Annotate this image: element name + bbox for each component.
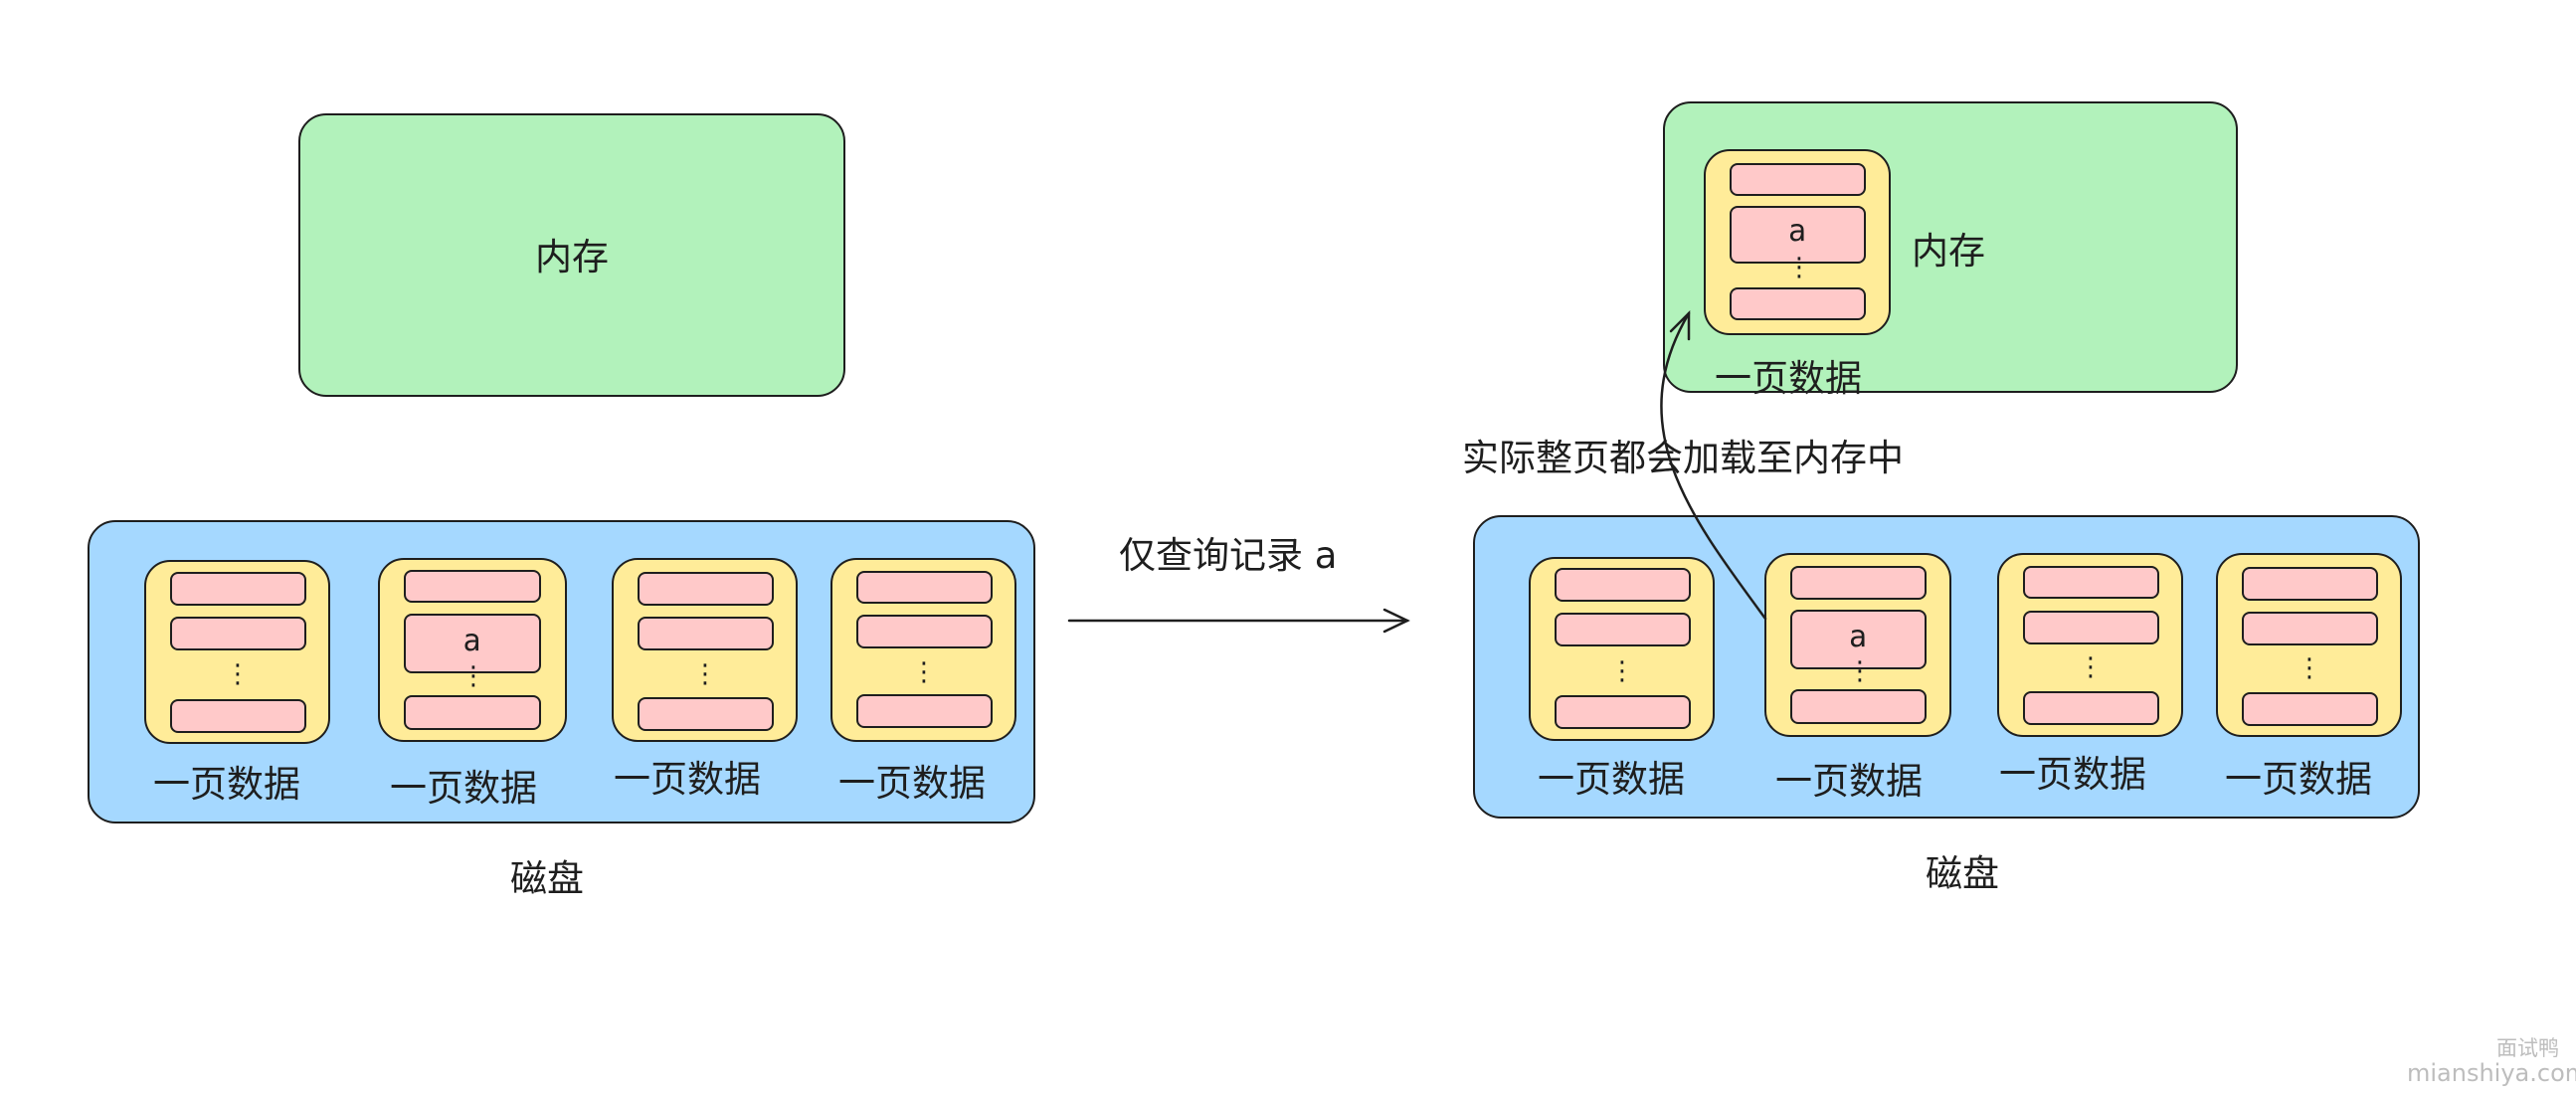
left-memory-box [298,113,845,397]
ellipsis-dots: ⋮ [2078,652,2104,682]
data-page: ⋮ [144,560,330,744]
page-label: 一页数据 [1538,758,1685,801]
record-a-label: a [1787,214,1807,249]
loaded-data-page: a ⋮ [1704,149,1891,335]
record-a-label: a [462,624,481,658]
data-page: a ⋮ [378,558,567,742]
record-a-label: a [1848,620,1868,654]
ellipsis-dots: ⋮ [1609,656,1635,686]
ellipsis-dots: ⋮ [1786,253,1812,282]
data-row [404,695,541,730]
left-memory-label: 内存 [535,236,609,278]
page-label: 一页数据 [1775,760,1923,803]
data-row [170,617,306,650]
data-row [2242,612,2378,645]
data-page: ⋮ [830,558,1016,742]
data-row [1730,287,1866,320]
data-row-record-a: a [1790,610,1927,669]
query-label: 仅查询记录 a [1119,534,1338,577]
data-row [856,571,993,604]
data-page: ⋮ [2216,553,2402,737]
query-arrow [1067,608,1410,634]
data-row-record-a: a [404,614,541,673]
load-note-label: 实际整页都会加载至内存中 [1462,437,1904,479]
watermark-url: mianshiya.com [2407,1059,2576,1087]
data-row [1790,566,1927,600]
data-row [1790,689,1927,724]
ellipsis-dots: ⋮ [911,657,937,687]
data-row [404,570,541,603]
data-row [638,697,774,731]
ellipsis-dots: ⋮ [2297,653,2322,683]
page-label: 一页数据 [838,762,986,805]
data-row [1555,568,1691,602]
data-row [1555,695,1691,729]
data-row [170,699,306,733]
ellipsis-dots: ⋮ [225,659,251,689]
data-row-record-a: a [1730,206,1866,264]
page-label: 一页数据 [1715,357,1862,400]
page-label: 一页数据 [614,758,761,801]
data-row [2023,566,2159,599]
data-page: ⋮ [1997,553,2183,737]
data-row [2242,692,2378,726]
load-arrow [1660,309,1767,621]
page-label: 一页数据 [2225,758,2372,801]
watermark-brand: 面试鸭 [2496,1036,2559,1060]
data-page: ⋮ [1529,557,1715,741]
page-label: 一页数据 [390,767,537,810]
right-disk-label: 磁盘 [1926,852,1999,895]
data-row [2023,691,2159,725]
ellipsis-dots: ⋮ [1847,656,1873,686]
data-row [170,572,306,606]
data-row [638,617,774,650]
right-memory-label: 内存 [1912,230,1985,273]
data-row [2023,611,2159,644]
data-row [1555,613,1691,646]
data-row [856,615,993,648]
page-label: 一页数据 [1999,753,2146,796]
ellipsis-dots: ⋮ [692,659,718,689]
data-row [856,694,993,728]
data-row [2242,567,2378,601]
left-disk-label: 磁盘 [510,857,584,900]
data-row [1730,163,1866,196]
data-page: ⋮ [612,558,798,742]
data-row [638,572,774,606]
ellipsis-dots: ⋮ [460,661,486,691]
data-page-source: a ⋮ [1764,553,1951,737]
page-label: 一页数据 [153,763,300,806]
